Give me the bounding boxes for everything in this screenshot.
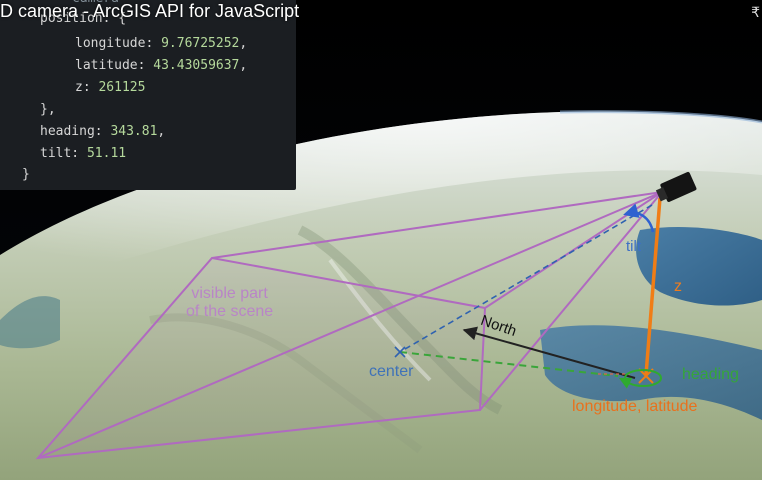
code-heading-line: heading: 343.81,	[40, 124, 166, 139]
code-latitude-value: 43.43059637	[153, 58, 240, 73]
center-marker	[394, 346, 406, 358]
snow-ridge	[328, 258, 432, 382]
code-latitude-key: latitude:	[75, 58, 154, 73]
corner-glyph: ₹	[751, 4, 760, 20]
tilt-label: tilt	[626, 238, 641, 255]
atmosphere-haze	[0, 111, 762, 300]
code-ghost-line: camera	[72, 0, 119, 7]
tilt-arc	[623, 203, 655, 233]
frustum-edge-4	[37, 191, 663, 459]
code-longitude-line: longitude: 9.76725252,	[75, 36, 248, 51]
code-z-line: z: 261125	[75, 80, 145, 96]
code-z-value: 261125	[98, 80, 146, 95]
code-position-open: position: {	[40, 11, 126, 27]
hills	[149, 313, 423, 454]
code-longitude-value: 9.76725252	[161, 36, 240, 51]
ground-line	[399, 351, 619, 377]
z-label: z	[674, 278, 682, 295]
north-arrow	[462, 326, 636, 379]
center-label: center	[369, 363, 414, 380]
altitude-line	[644, 197, 662, 376]
code-close: }	[22, 167, 30, 182]
longitude-latitude-label: longitude, latitude	[572, 398, 698, 415]
code-tilt-key: tilt:	[40, 146, 87, 161]
code-z-key: z:	[75, 80, 99, 95]
visible-part-label-line2: of the scene	[186, 303, 274, 320]
sea-west	[0, 296, 60, 349]
code-heading-key: heading:	[40, 124, 111, 139]
camera-body	[655, 171, 697, 202]
center-line	[399, 204, 653, 353]
code-tilt-value: 51.11	[86, 146, 127, 161]
mountain-ridge	[297, 225, 503, 415]
code-latitude-line: latitude: 43.43059637,	[75, 58, 248, 73]
horizon-glow	[559, 110, 762, 124]
code-heading-value: 343.81	[110, 124, 158, 139]
code-position-close: },	[40, 102, 56, 117]
visible-part-label: visible part of the scene	[186, 285, 273, 321]
heading-label: heading	[682, 366, 739, 383]
frustum-edge-1	[211, 191, 663, 259]
sea-east	[636, 227, 762, 306]
code-position-key: position: {	[40, 11, 127, 26]
code-panel: camera position: { longitude: 9.76725252…	[0, 0, 296, 190]
frustum-edge-3	[479, 191, 663, 411]
video-title[interactable]: D camera - ArcGIS API for JavaScript	[0, 1, 300, 21]
code-tilt-line: tilt: 51.11	[40, 146, 126, 162]
code-longitude-key: longitude:	[75, 36, 162, 51]
visible-part-label-line1: visible part	[191, 285, 268, 302]
heading-arrow	[618, 377, 633, 389]
sea-south	[540, 325, 762, 420]
